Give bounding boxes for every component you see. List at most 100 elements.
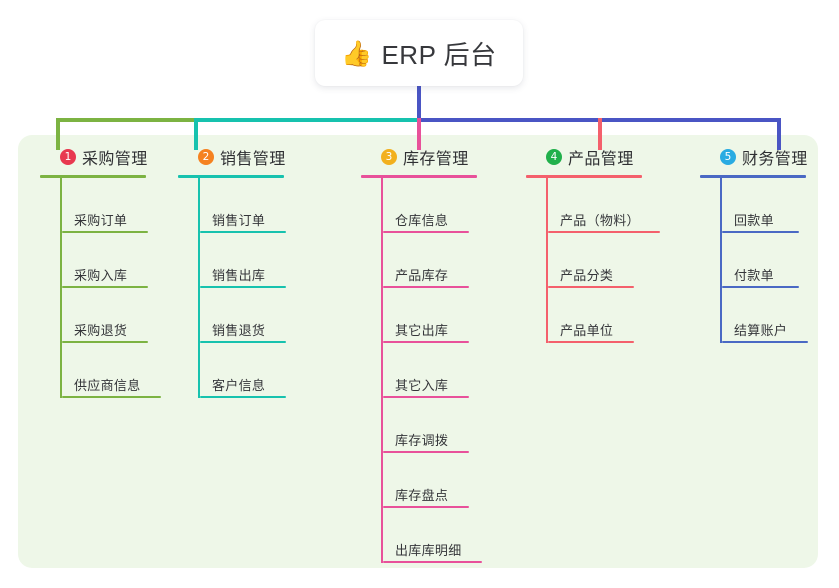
branch-header-5[interactable]: 5 财务管理 <box>700 145 808 169</box>
list-item[interactable]: 回款单 <box>720 178 808 233</box>
branch-header-4[interactable]: 4 产品管理 <box>526 145 642 169</box>
item-label: 采购订单 <box>74 213 128 228</box>
item-underline <box>62 396 161 398</box>
list-item[interactable]: 采购订单 <box>60 178 148 233</box>
branch-column-1: 1 采购管理 采购订单 采购入库 采购退货 供应商信息 <box>40 145 161 398</box>
list-item[interactable]: 产品（物料） <box>546 178 660 233</box>
item-label: 结算账户 <box>734 323 788 338</box>
branch-items-1: 采购订单 采购入库 采购退货 供应商信息 <box>40 178 161 398</box>
item-label: 供应商信息 <box>74 378 141 393</box>
branch-spine-5 <box>720 178 722 343</box>
branch-header-3[interactable]: 3 库存管理 <box>361 145 477 169</box>
list-item[interactable]: 销售退货 <box>198 288 286 343</box>
branch-items-3: 仓库信息 产品库存 其它出库 其它入库 库存调拨 库存盘点 <box>361 178 482 563</box>
item-label: 付款单 <box>734 268 774 283</box>
branch-title-2: 销售管理 <box>220 151 286 168</box>
branch-spine-4 <box>546 178 548 343</box>
list-item[interactable]: 其它出库 <box>381 288 477 343</box>
branch-rule-5 <box>700 175 806 178</box>
item-label: 采购退货 <box>74 323 128 338</box>
list-item[interactable]: 结算账户 <box>720 288 808 343</box>
item-underline <box>62 231 148 233</box>
thumbs-up-icon: 👍 <box>341 38 373 68</box>
item-label: 出库库明细 <box>395 543 462 558</box>
item-label: 其它入库 <box>395 378 449 393</box>
branch-rule-4 <box>526 175 642 178</box>
branch-items-4: 产品（物料） 产品分类 产品单位 <box>526 178 660 343</box>
item-underline <box>722 286 799 288</box>
list-item[interactable]: 采购入库 <box>60 233 148 288</box>
item-label: 库存盘点 <box>395 488 449 503</box>
item-label: 库存调拨 <box>395 433 449 448</box>
list-item[interactable]: 出库库明细 <box>381 508 482 563</box>
item-underline <box>548 231 660 233</box>
list-item[interactable]: 供应商信息 <box>60 343 161 398</box>
branch-column-2: 2 销售管理 销售订单 销售出库 销售退货 客户信息 <box>178 145 286 398</box>
branch-column-3: 3 库存管理 仓库信息 产品库存 其它出库 其它入库 库存调拨 <box>361 145 482 563</box>
list-item[interactable]: 采购退货 <box>60 288 148 343</box>
branch-badge-4: 4 <box>546 149 562 165</box>
item-label: 其它出库 <box>395 323 449 338</box>
item-underline <box>62 286 148 288</box>
branch-badge-2: 2 <box>198 149 214 165</box>
item-label: 销售订单 <box>212 213 266 228</box>
item-underline <box>200 341 286 343</box>
branch-rule-1 <box>40 175 146 178</box>
list-item[interactable]: 库存调拨 <box>381 398 477 453</box>
branch-header-1[interactable]: 1 采购管理 <box>40 145 148 169</box>
item-label: 销售出库 <box>212 268 266 283</box>
item-label: 客户信息 <box>212 378 266 393</box>
root-node-title: ERP 后台 <box>381 39 497 70</box>
item-underline <box>722 341 808 343</box>
item-label: 采购入库 <box>74 268 128 283</box>
list-item[interactable]: 库存盘点 <box>381 453 477 508</box>
item-underline <box>200 231 286 233</box>
list-item[interactable]: 付款单 <box>720 233 808 288</box>
branch-spine-2 <box>198 178 200 398</box>
item-underline <box>383 231 469 233</box>
item-underline <box>383 561 482 563</box>
item-underline <box>548 286 634 288</box>
list-item[interactable]: 客户信息 <box>198 343 286 398</box>
branch-column-5: 5 财务管理 回款单 付款单 结算账户 <box>700 145 808 343</box>
branch-title-4: 产品管理 <box>568 151 634 168</box>
item-underline <box>383 451 469 453</box>
branch-rule-3 <box>361 175 477 178</box>
item-label: 产品库存 <box>395 268 449 283</box>
item-label: 仓库信息 <box>395 213 449 228</box>
root-node[interactable]: 👍 ERP 后台 <box>315 20 523 86</box>
branch-rule-2 <box>178 175 284 178</box>
item-label: 产品分类 <box>560 268 614 283</box>
branch-badge-5: 5 <box>720 149 736 165</box>
item-underline <box>383 286 469 288</box>
branch-spine-3 <box>381 178 383 563</box>
branch-title-3: 库存管理 <box>403 151 469 168</box>
branch-title-5: 财务管理 <box>742 151 808 168</box>
item-underline <box>200 286 286 288</box>
list-item[interactable]: 销售出库 <box>198 233 286 288</box>
list-item[interactable]: 产品分类 <box>546 233 642 288</box>
item-label: 回款单 <box>734 213 774 228</box>
item-underline <box>383 341 469 343</box>
branch-badge-1: 1 <box>60 149 76 165</box>
branch-header-2[interactable]: 2 销售管理 <box>178 145 286 169</box>
branch-badge-3: 3 <box>381 149 397 165</box>
list-item[interactable]: 产品单位 <box>546 288 642 343</box>
item-underline <box>548 341 634 343</box>
item-underline <box>722 231 799 233</box>
list-item[interactable]: 仓库信息 <box>381 178 477 233</box>
item-underline <box>200 396 286 398</box>
item-label: 产品（物料） <box>560 213 640 228</box>
branch-title-1: 采购管理 <box>82 151 148 168</box>
branch-column-4: 4 产品管理 产品（物料） 产品分类 产品单位 <box>526 145 660 343</box>
list-item[interactable]: 销售订单 <box>198 178 286 233</box>
diagram-background-panel <box>18 135 818 568</box>
list-item[interactable]: 产品库存 <box>381 233 477 288</box>
item-label: 销售退货 <box>212 323 266 338</box>
list-item[interactable]: 其它入库 <box>381 343 477 398</box>
branch-spine-1 <box>60 178 62 398</box>
branch-items-5: 回款单 付款单 结算账户 <box>700 178 808 343</box>
item-underline <box>383 396 469 398</box>
item-underline <box>62 341 148 343</box>
